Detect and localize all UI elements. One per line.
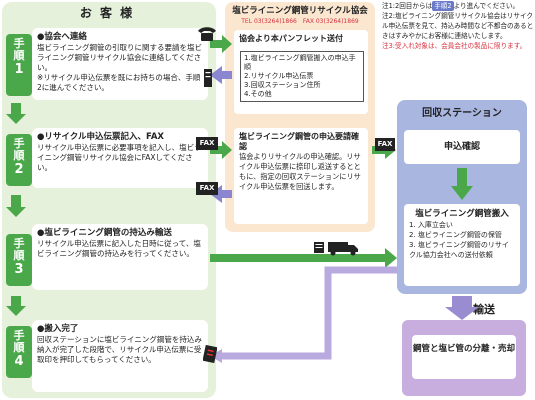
- customer-title: お 客 様: [79, 6, 135, 20]
- confirm-box: 申込確認: [404, 130, 520, 164]
- pamphlet-item: 2.リサイクル申込伝票: [244, 72, 314, 80]
- step-box-4: ●搬入完了 回収ステーションに塩ビライニング鋼管を持込み納入が完了した段階で、リ…: [32, 320, 208, 392]
- station-title: 回収ステーション: [422, 108, 502, 119]
- step-desc-1: 塩ビライニング鋼管の引取りに関する要請を塩ビライニング鋼管リサイクル協会に連絡し…: [37, 43, 202, 72]
- slip-icon: [203, 345, 217, 363]
- note-step2-badge: 手順2: [432, 1, 454, 11]
- step-title-2: ●リサイクル申込伝票記入、FAX: [37, 132, 164, 142]
- step-title-3: ●塩ビライニング鋼管の持込み輸送: [37, 228, 172, 238]
- step-desc-2: リサイクル申込伝票に必要事項を記入し、塩ビライニング鋼管リサイクル協会にFAXし…: [37, 143, 202, 172]
- receive-item: 1. 入庫立会い: [409, 221, 453, 229]
- pamphlet-item: 3.回収ステーション住所: [244, 81, 321, 89]
- pamphlet-title: 協会より本パンフレット送付: [239, 34, 343, 43]
- note-2: 注2:塩ビライニング鋼管リサイクル協会はリサイクル申込伝票を見て、持込み時間など…: [382, 12, 534, 40]
- request-box: 塩ビライニング鋼管の申込要請確認 協会よりリサイクルの申込確認。リサイクル申込伝…: [234, 128, 368, 224]
- pamphlet-item: 4.その他: [244, 90, 272, 98]
- telephone-icon: [198, 27, 216, 41]
- step-box-2: ●リサイクル申込伝票記入、FAX リサイクル申込伝票に必要事項を記入し、塩ビライ…: [32, 128, 208, 188]
- pamphlet-list: 1.塩ビライニング鋼管搬入の申込手順 2.リサイクル申込伝票 3.回収ステーショ…: [240, 51, 364, 102]
- request-title: 塩ビライニング鋼管の申込要請確認: [239, 132, 359, 151]
- step-box-1: ●協会へ連絡 塩ビライニング鋼管の引取りに関する要請を塩ビライニング鋼管リサイク…: [32, 28, 208, 100]
- association-name: 塩ビライニング鋼管リサイクル協会: [232, 6, 368, 16]
- receive-box: 塩ビライニング鋼管搬入 1. 入庫立会い 2. 塩ビライニング鋼管の保管 3. …: [404, 204, 520, 286]
- step-note-1: ※リサイクル申込伝票を既にお持ちの場合、手順2に進んでください。: [37, 73, 201, 92]
- truck-icon: [314, 242, 358, 256]
- arrow-step3-to-station: [210, 248, 397, 268]
- step-title-4: ●搬入完了: [37, 324, 79, 334]
- pamphlet-item: 1.塩ビライニング鋼管搬入の申込手順: [244, 54, 356, 71]
- arrow-station-to-step4: [220, 266, 397, 360]
- step-desc-4: 回収ステーションに塩ビライニング鋼管を持込み納入が完了した段階で、リサイクル申込…: [37, 335, 202, 364]
- fax-icon: FAX: [375, 138, 395, 151]
- association-phone: TEL 03(3264)1866 FAX 03(3264)1869: [241, 18, 359, 25]
- step-title-1: ●協会へ連絡: [37, 32, 87, 42]
- receive-title: 塩ビライニング鋼管搬入: [415, 209, 509, 219]
- receive-item: 3. 塩ビライニング鋼管のリサイクル協力会社への送付依頼: [409, 241, 509, 259]
- step-box-3: ●塩ビライニング鋼管の持込み輸送 リサイクル申込伝票に記入した日時に従って、塩ビ…: [32, 224, 208, 290]
- fax-icon: FAX: [196, 182, 218, 195]
- note-3: 注3:受入れ対象は、会員会社の製品に限ります。: [382, 42, 527, 50]
- document-icon: [204, 69, 212, 87]
- request-desc: 協会よりリサイクルの申込確認。リサイクル申込伝票に捺印し返送するとともに、指定の…: [239, 152, 361, 191]
- receive-item: 2. 塩ビライニング鋼管の保管: [409, 231, 502, 239]
- processing-title: 鋼管と塩ビ管の分離・売却: [412, 335, 516, 379]
- fax-icon: FAX: [196, 137, 218, 150]
- transport-label: 輸送: [473, 303, 495, 316]
- step-desc-3: リサイクル申込伝票に記入した日時に従って、塩ビライニング鋼管の持込みを行ってくだ…: [37, 239, 201, 258]
